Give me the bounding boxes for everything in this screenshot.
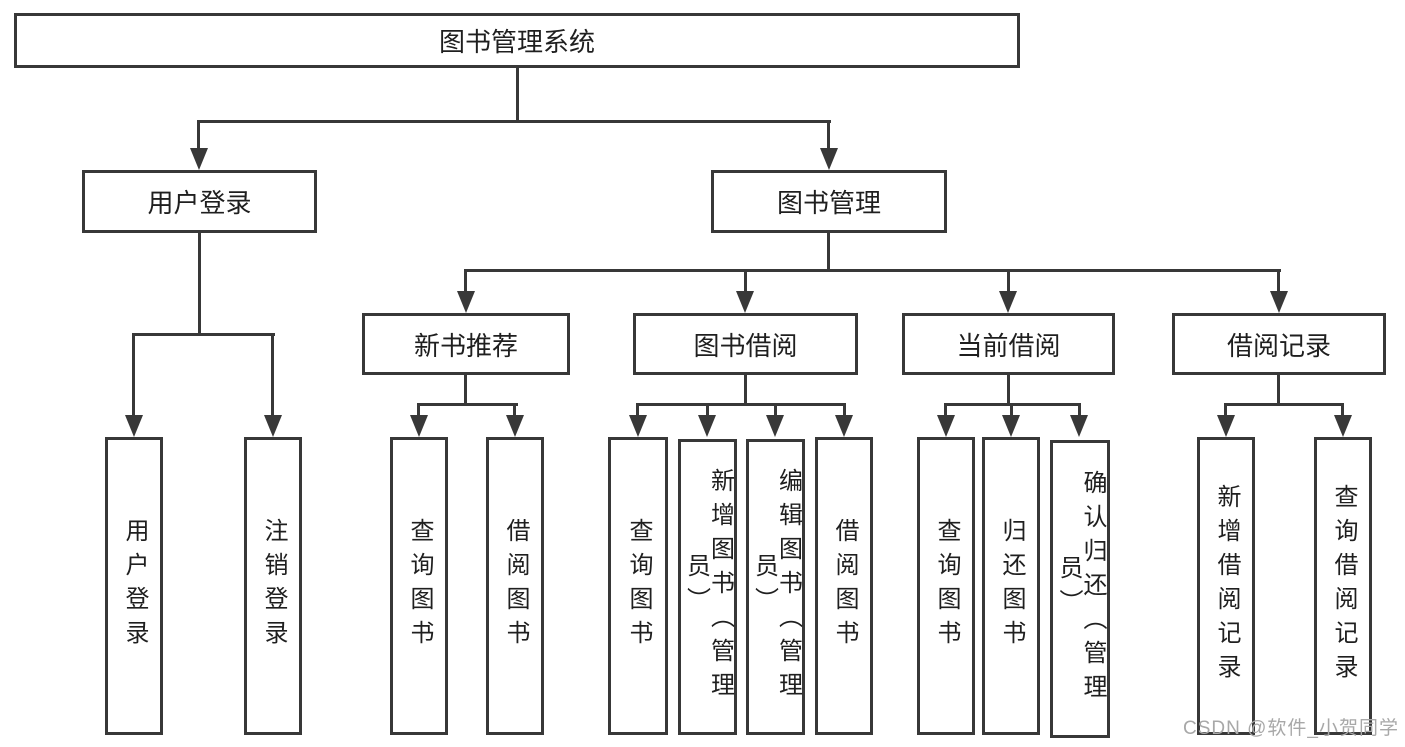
node-book-mgmt: 图书管理 bbox=[711, 170, 947, 233]
arrowhead-borrow-records bbox=[1270, 291, 1288, 313]
connector-stem-leaf-logout bbox=[271, 333, 274, 417]
node-new-book: 新书推荐 bbox=[362, 313, 570, 375]
connector-stem-bb-edit bbox=[774, 403, 777, 417]
arrowhead-br-add bbox=[1217, 415, 1235, 437]
node-root: 图书管理系统 bbox=[14, 13, 1020, 68]
node-leaf-bb-query: 查询图书 bbox=[608, 437, 668, 735]
arrowhead-nb-borrow bbox=[506, 415, 524, 437]
node-leaf-logout: 注销登录 bbox=[244, 437, 302, 735]
connector-stem-br-query bbox=[1341, 403, 1344, 417]
connector-currentborrow-vline bbox=[1007, 375, 1010, 406]
connector-stem-cb-confirm bbox=[1078, 403, 1081, 417]
arrowhead-leaf-user-login bbox=[125, 415, 143, 437]
arrowhead-bb-borrow bbox=[835, 415, 853, 437]
node-leaf-nb-borrow: 借阅图书 bbox=[486, 437, 544, 735]
connector-userlogin-vline bbox=[198, 233, 201, 336]
connector-stem-br-add bbox=[1224, 403, 1227, 417]
arrowhead-leaf-logout bbox=[264, 415, 282, 437]
arrowhead-cb-return bbox=[1002, 415, 1020, 437]
connector-stem-user-login bbox=[197, 120, 200, 150]
node-leaf-user-login: 用户登录 bbox=[105, 437, 163, 735]
connector-borrowrecords-vline bbox=[1277, 375, 1280, 406]
connector-stem-cb-return bbox=[1010, 403, 1013, 417]
node-leaf-bb-add: 新增图书（管理员） bbox=[678, 439, 737, 735]
node-user-login: 用户登录 bbox=[82, 170, 317, 233]
connector-stem-cb-query bbox=[944, 403, 947, 417]
node-borrow-records: 借阅记录 bbox=[1172, 313, 1386, 375]
arrowhead-br-query bbox=[1334, 415, 1352, 437]
node-leaf-bb-borrow: 借阅图书 bbox=[815, 437, 873, 735]
node-leaf-br-query: 查询借阅记录 bbox=[1314, 437, 1372, 735]
connector-root-hline bbox=[197, 120, 831, 123]
arrowhead-nb-query bbox=[410, 415, 428, 437]
arrowhead-user-login bbox=[190, 148, 208, 170]
connector-stem-bb-add bbox=[706, 403, 709, 417]
connector-stem-borrow-records bbox=[1277, 269, 1280, 293]
connector-root-vline bbox=[516, 68, 519, 122]
arrowhead-book-mgmt bbox=[820, 148, 838, 170]
node-leaf-nb-query: 查询图书 bbox=[390, 437, 448, 735]
arrowhead-cb-query bbox=[937, 415, 955, 437]
connector-stem-nb-query bbox=[417, 403, 420, 417]
node-current-borrow: 当前借阅 bbox=[902, 313, 1115, 375]
connector-stem-book-mgmt bbox=[827, 120, 830, 150]
arrowhead-book-borrow bbox=[736, 291, 754, 313]
node-leaf-cb-confirm: 确认归还（管理员） bbox=[1050, 440, 1110, 738]
connector-stem-bb-query bbox=[636, 403, 639, 417]
node-leaf-br-add: 新增借阅记录 bbox=[1197, 437, 1255, 735]
node-leaf-bb-edit: 编辑图书（管理员） bbox=[746, 439, 805, 735]
arrowhead-current-borrow bbox=[999, 291, 1017, 313]
node-book-borrow: 图书借阅 bbox=[633, 313, 858, 375]
arrowhead-bb-query bbox=[629, 415, 647, 437]
connector-userlogin-hline bbox=[133, 333, 275, 336]
node-leaf-cb-query: 查询图书 bbox=[917, 437, 975, 735]
connector-newbook-hline bbox=[418, 403, 518, 406]
arrowhead-bb-add bbox=[698, 415, 716, 437]
connector-stem-book-borrow bbox=[744, 269, 747, 293]
connector-stem-new-book bbox=[464, 269, 467, 293]
connector-bookmgmt-hline bbox=[464, 269, 1281, 272]
connector-borrowrecords-hline bbox=[1224, 403, 1344, 406]
connector-bookborrow-vline bbox=[744, 375, 747, 406]
connector-newbook-vline bbox=[464, 375, 467, 406]
connector-stem-current-borrow bbox=[1007, 269, 1010, 293]
connector-stem-nb-borrow bbox=[513, 403, 516, 417]
arrowhead-new-book bbox=[457, 291, 475, 313]
arrowhead-bb-edit bbox=[766, 415, 784, 437]
connector-stem-leaf-user-login bbox=[132, 333, 135, 417]
arrowhead-cb-confirm bbox=[1070, 415, 1088, 437]
connector-bookmgmt-vline bbox=[827, 233, 830, 272]
csdn-watermark: CSDN @软件_小贺同学 bbox=[1183, 718, 1399, 739]
node-leaf-cb-return: 归还图书 bbox=[982, 437, 1040, 735]
connector-stem-bb-borrow bbox=[843, 403, 846, 417]
connector-bookborrow-hline bbox=[636, 403, 845, 406]
